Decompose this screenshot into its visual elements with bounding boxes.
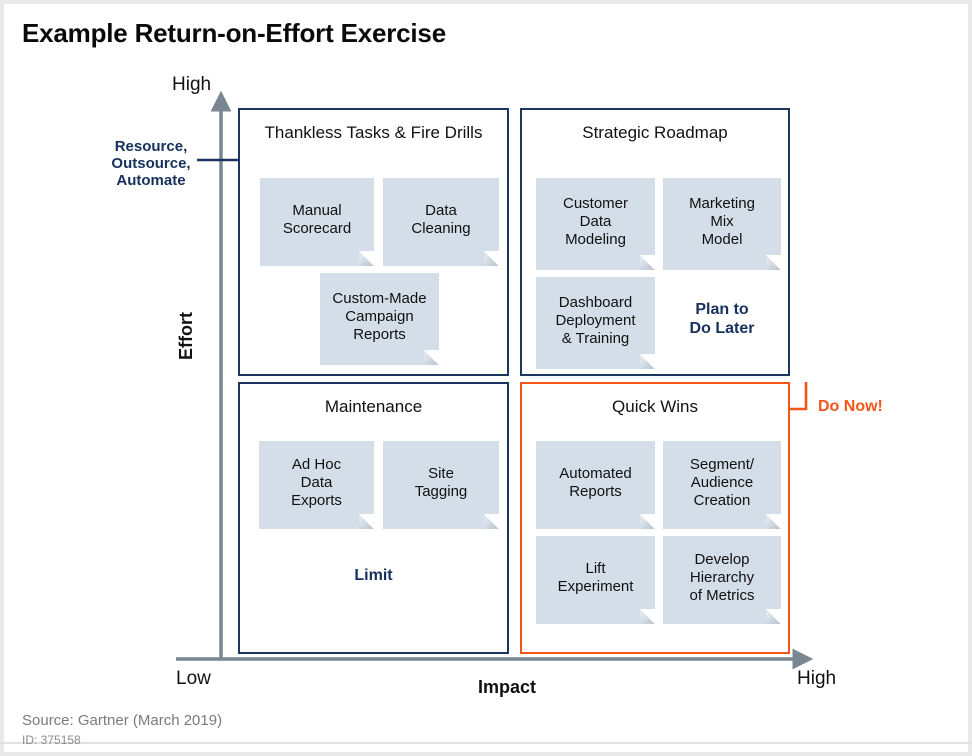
slide-bottom-edge (0, 752, 972, 756)
slide-left-edge (0, 0, 4, 756)
x-axis-high-label: High (797, 668, 837, 689)
callout-do-now: Do Now! (818, 398, 883, 415)
quadrant-title: Quick Wins (612, 397, 698, 416)
document-id: ID: 375158 (22, 733, 81, 747)
footer-divider (0, 742, 972, 744)
page-fold-icon (766, 609, 781, 624)
quadrant-note-limit: Limit (354, 567, 393, 584)
page-fold-icon (766, 514, 781, 529)
y-axis-title: Effort (176, 312, 196, 360)
source-attribution: Source: Gartner (March 2019) (22, 712, 223, 729)
page-fold-icon (359, 251, 374, 266)
page-fold-icon (640, 354, 655, 369)
page-fold-icon (484, 514, 499, 529)
page-fold-icon (640, 514, 655, 529)
quadrant-title: Thankless Tasks & Fire Drills (264, 123, 483, 142)
page-fold-icon (359, 514, 374, 529)
page-fold-icon (640, 255, 655, 270)
quadrant-title: Maintenance (324, 397, 423, 416)
quadrant-title: Strategic Roadmap (582, 123, 728, 142)
page-fold-icon (484, 251, 499, 266)
callout-line-2: Outsource, (111, 155, 191, 172)
slide-top-edge (0, 0, 972, 4)
page-fold-icon (424, 350, 439, 365)
page-fold-icon (640, 609, 655, 624)
callout-resource-outsource-automate: Resource, Outsource, Automate (92, 138, 210, 189)
y-axis-high-label: High (172, 74, 212, 95)
callout-line-1: Resource, (114, 138, 188, 155)
x-axis-title: Impact (478, 677, 537, 697)
x-axis-low-label: Low (176, 668, 211, 689)
page-fold-icon (766, 255, 781, 270)
callout-line-3: Automate (116, 172, 186, 189)
page-title: Example Return-on-Effort Exercise (22, 18, 446, 48)
slide-right-edge (968, 0, 972, 756)
